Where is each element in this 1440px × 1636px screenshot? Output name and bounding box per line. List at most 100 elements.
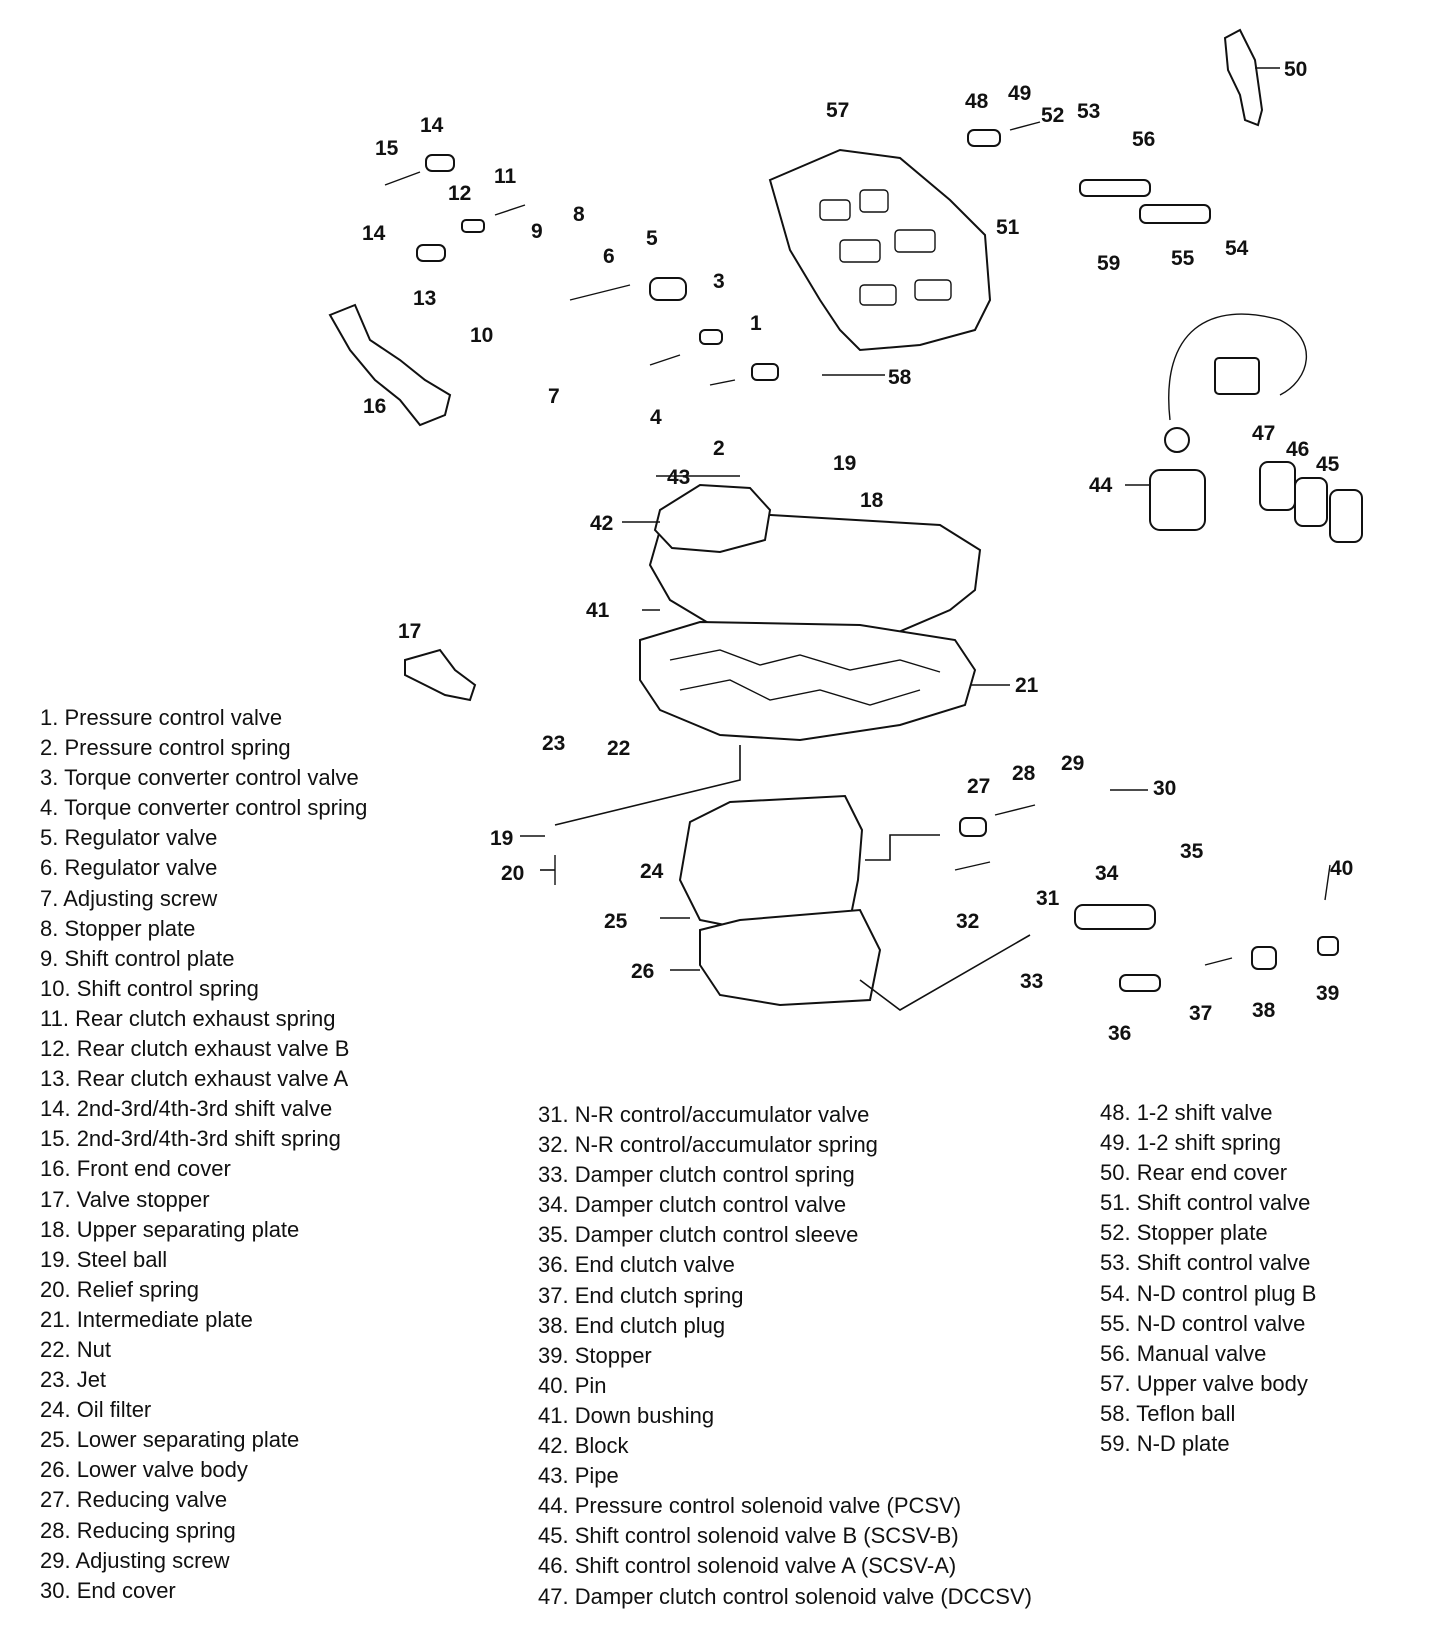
callout: 22 [607, 737, 630, 760]
callout: 58 [888, 366, 912, 389]
block [653, 483, 772, 554]
legend-item: 44. Pressure control solenoid valve (PCS… [538, 1493, 962, 1519]
callout: 21 [1015, 674, 1039, 697]
callout: 57 [826, 99, 849, 122]
legend-item: 3. Torque converter control valve [40, 765, 359, 791]
legend-item: 28. Reducing spring [40, 1517, 236, 1543]
callout: 59 [1097, 252, 1120, 275]
legend-item: 46. Shift control solenoid valve A (SCSV… [538, 1553, 957, 1579]
legend-item: 40. Pin [538, 1372, 607, 1398]
callout: 14 [420, 114, 444, 137]
upper-valve-body [768, 148, 992, 352]
legend-item: 1. Pressure control valve [40, 705, 283, 730]
legend-item: 37. End clutch spring [538, 1282, 744, 1308]
legend-item: 16. Front end cover [40, 1156, 231, 1182]
callout: 20 [501, 862, 524, 885]
callout: 47 [1252, 422, 1275, 445]
callout: 9 [531, 220, 543, 243]
callout: 27 [967, 775, 990, 798]
callout: 19 [490, 827, 513, 850]
legend-item: 38. End clutch plug [538, 1312, 726, 1338]
legend-item: 13. Rear clutch exhaust valve A [40, 1066, 349, 1092]
legend-item: 43. Pipe [538, 1463, 619, 1489]
parts-legend-column-2: 31. N-R control/accumulator valve 32. N-… [538, 1100, 1032, 1612]
legend-item: 47. Damper clutch control solenoid valve… [538, 1583, 1032, 1609]
legend-item: 49. 1-2 shift spring [1100, 1130, 1281, 1156]
legend-item: 45. Shift control solenoid valve B (SCSV… [538, 1523, 959, 1549]
callout: 18 [860, 489, 884, 512]
exploded-parts-diagram: 1 2 3 4 5 6 7 8 9 10 11 12 13 14 14 15 1… [328, 28, 1363, 1045]
valve-stopper [404, 648, 477, 702]
legend-item: 17. Valve stopper [40, 1186, 210, 1212]
callout: 36 [1108, 1022, 1131, 1045]
callout: 19 [833, 452, 856, 475]
callout: 4 [650, 406, 662, 429]
legend-item: 11. Rear clutch exhaust spring [40, 1005, 336, 1031]
legend-item: 21. Intermediate plate [40, 1306, 253, 1332]
callout: 12 [448, 182, 471, 205]
legend-item: 50. Rear end cover [1100, 1160, 1288, 1186]
callout: 2 [713, 437, 725, 460]
callout: 32 [956, 910, 979, 933]
legend-item: 30. End cover [40, 1577, 176, 1603]
callout: 38 [1252, 999, 1276, 1022]
callout: 8 [573, 203, 585, 226]
callout: 51 [996, 216, 1020, 239]
callout: 7 [548, 385, 560, 408]
callout: 41 [586, 599, 610, 622]
legend-item: 5. Regulator valve [40, 825, 218, 851]
legend-item: 19. Steel ball [40, 1246, 168, 1272]
legend-item: 15. 2nd-3rd/4th-3rd shift spring [40, 1126, 341, 1152]
legend-item: 2. Pressure control spring [40, 735, 291, 761]
legend-item: 29. Adjusting screw [40, 1547, 230, 1573]
callout: 10 [470, 324, 493, 347]
legend-item: 8. Stopper plate [40, 915, 196, 941]
callout: 11 [494, 165, 517, 188]
legend-item: 12. Rear clutch exhaust valve B [40, 1036, 350, 1062]
legend-item: 9. Shift control plate [40, 945, 235, 971]
callout: 55 [1171, 247, 1195, 270]
parts-legend-column-1: 1. Pressure control valve 2. Pressure co… [40, 703, 367, 1606]
solenoid-assembly [1149, 313, 1363, 543]
callout: 1 [750, 312, 762, 335]
valve-parts [384, 121, 1339, 992]
callout: 45 [1316, 453, 1340, 476]
callout: 14 [362, 222, 386, 245]
legend-item: 4. Torque converter control spring [40, 795, 368, 821]
intermediate-plate [639, 620, 977, 742]
legend-item: 32. N-R control/accumulator spring [538, 1132, 878, 1158]
legend-item: 24. Oil filter [40, 1397, 152, 1423]
lower-separating-plate [678, 794, 864, 932]
callout: 29 [1061, 752, 1084, 775]
legend-item: 55. N-D control valve [1100, 1310, 1306, 1336]
legend-item: 36. End clutch valve [538, 1252, 735, 1278]
legend-item: 59. N-D plate [1100, 1431, 1230, 1457]
legend-item: 48. 1-2 shift valve [1100, 1100, 1273, 1125]
rear-end-cover [1223, 28, 1264, 127]
callout: 44 [1089, 474, 1113, 497]
front-end-cover [328, 303, 452, 427]
legend-item: 52. Stopper plate [1100, 1220, 1268, 1246]
legend-item: 6. Regulator valve [40, 855, 218, 881]
legend-item: 56. Manual valve [1100, 1340, 1267, 1366]
legend-item: 42. Block [538, 1433, 629, 1459]
legend-item: 35. Damper clutch control sleeve [538, 1222, 859, 1248]
callout: 35 [1180, 840, 1204, 863]
callout: 15 [375, 137, 399, 160]
legend-item: 31. N-R control/accumulator valve [538, 1102, 870, 1127]
callout: 5 [646, 227, 658, 250]
legend-item: 27. Reducing valve [40, 1487, 228, 1513]
legend-item: 57. Upper valve body [1100, 1370, 1308, 1396]
callout: 25 [604, 910, 628, 933]
legend-item: 53. Shift control valve [1100, 1250, 1311, 1276]
legend-item: 51. Shift control valve [1100, 1190, 1311, 1216]
callout: 49 [1008, 82, 1031, 105]
callout: 54 [1225, 237, 1249, 260]
callout: 17 [398, 620, 421, 643]
parts-legend-column-3: 48. 1-2 shift valve 49. 1-2 shift spring… [1100, 1098, 1316, 1459]
legend-item: 34. Damper clutch control valve [538, 1192, 847, 1218]
legend-item: 20. Relief spring [40, 1276, 199, 1302]
callout: 13 [413, 287, 436, 310]
legend-item: 14. 2nd-3rd/4th-3rd shift valve [40, 1096, 333, 1122]
lower-valve-body [699, 908, 882, 1007]
